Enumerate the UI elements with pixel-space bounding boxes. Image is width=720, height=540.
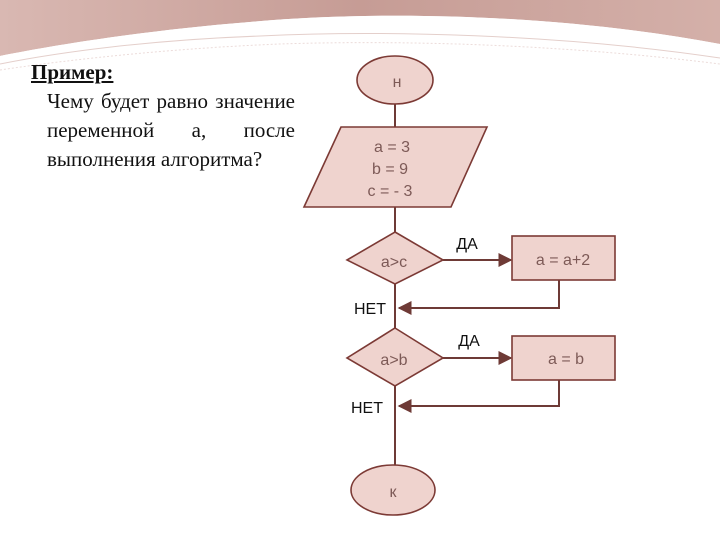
- decision-a-gt-b: [345, 327, 445, 387]
- question-title: Пример:: [31, 60, 114, 84]
- decision1-no-label: НЕТ: [354, 301, 386, 318]
- decision2-label: a>b: [380, 352, 407, 369]
- input-line-b: b = 9: [372, 161, 408, 178]
- decision-a-gt-c: [345, 231, 445, 285]
- decision1-label: a>c: [381, 254, 407, 271]
- process1-label: a = a+2: [536, 252, 590, 269]
- connector-process1-return: [397, 280, 560, 315]
- question-text: Чему будет равно значение переменной а, …: [47, 89, 295, 171]
- input-line-a: a = 3: [374, 139, 410, 156]
- input-parallelogram: [302, 126, 489, 208]
- decision2-yes-label: ДА: [458, 333, 480, 350]
- decision2-no-label: НЕТ: [351, 400, 383, 417]
- start-label: н: [393, 74, 402, 91]
- process-a-eq-b: [511, 335, 616, 381]
- process-a-plus-2: [511, 235, 616, 281]
- end-label: к: [390, 484, 398, 501]
- input-line-c: c = - 3: [368, 183, 413, 200]
- end-terminal: [350, 464, 436, 516]
- process2-label: a = b: [548, 351, 584, 368]
- question-block: Пример: Чему будет равно значение переме…: [31, 58, 295, 174]
- decision1-yes-label: ДА: [456, 236, 478, 253]
- start-terminal: [356, 55, 434, 105]
- connector-process2-return: [397, 380, 560, 413]
